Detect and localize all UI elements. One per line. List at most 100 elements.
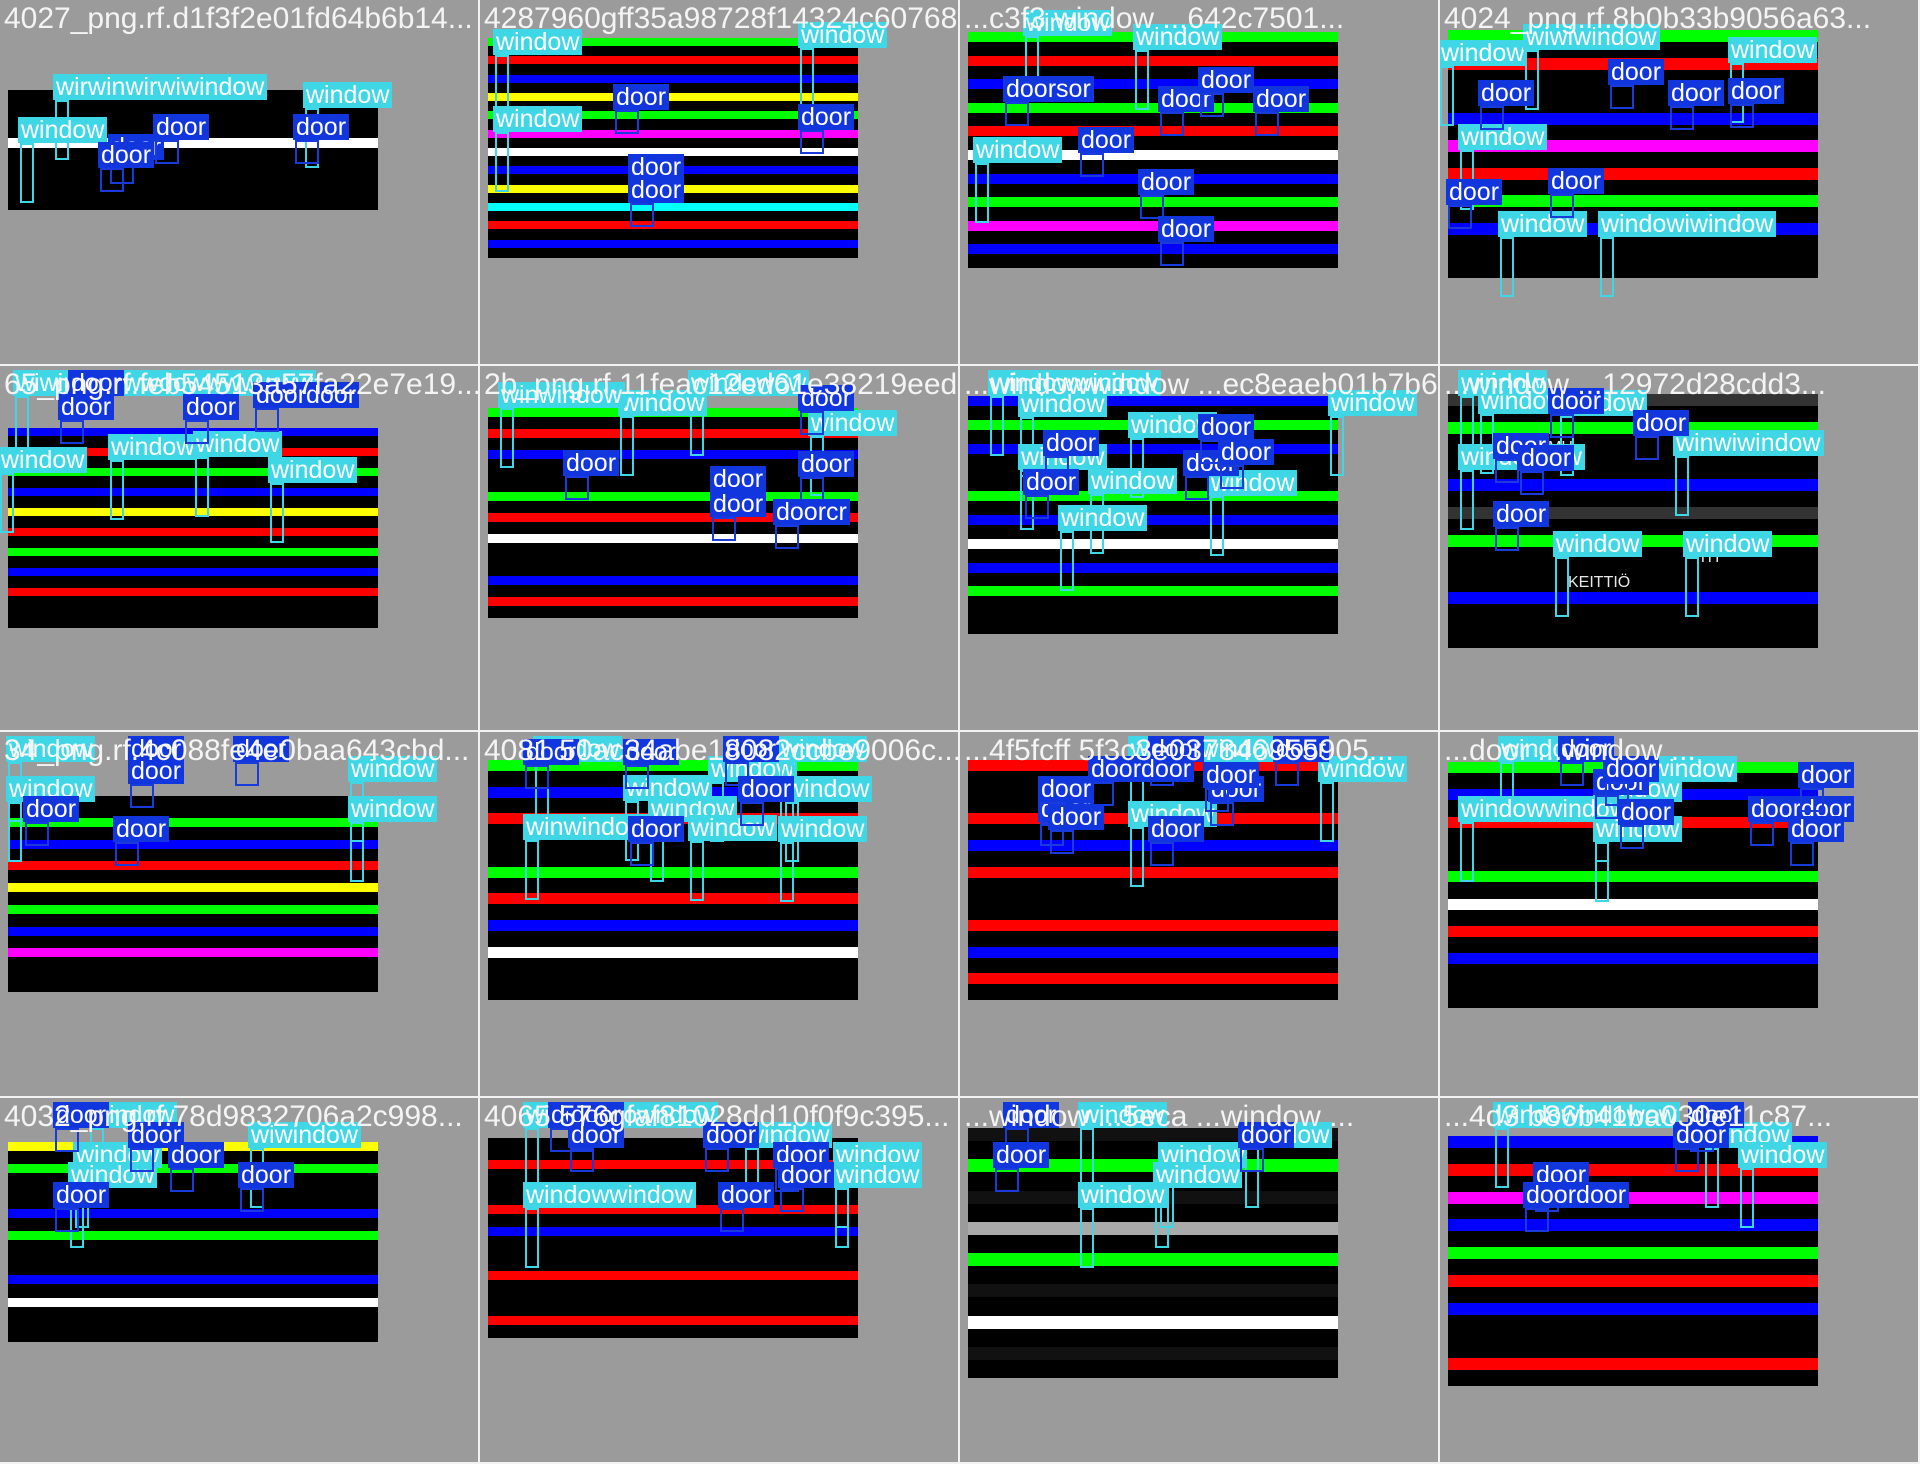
stripe: [1448, 1274, 1818, 1287]
window-bbox: [1500, 237, 1514, 297]
window-bbox: [110, 460, 124, 520]
result-tile: 4027_png.rf.d1f3f2e01fd64b6b14...wirwinw…: [0, 0, 480, 366]
window-bbox: [1600, 237, 1614, 297]
door-bbox: [255, 408, 279, 432]
door-label: door: [1603, 756, 1660, 782]
result-tile: ...4f5fcff 5f3c3e037846955905...winwirwi…: [960, 732, 1440, 1098]
stripe: [8, 508, 378, 516]
window-bbox: [1675, 456, 1689, 516]
door-label: door: [1078, 127, 1135, 153]
window-label: window: [778, 816, 868, 842]
window-label: windowindowow: [1493, 1102, 1680, 1128]
stripe: [1448, 250, 1818, 263]
door-label: door: [1148, 816, 1205, 842]
door-label: door: [1253, 86, 1310, 112]
door-bbox: [705, 1148, 729, 1172]
stripe: [8, 608, 378, 616]
window-bbox: [1460, 822, 1474, 882]
window-bbox: [270, 483, 284, 543]
door-bbox: [1790, 842, 1814, 866]
door-label: door: [798, 451, 855, 477]
stripe: [968, 102, 1338, 113]
stripe: [1448, 1247, 1818, 1260]
stripe: [1448, 1330, 1818, 1343]
door-label: door: [1788, 816, 1845, 842]
window-label: window: [1683, 531, 1773, 557]
result-tile: 65_png.rf.feb54513a57fa22e7e19...wiwindo…: [0, 366, 480, 732]
stripe: [8, 138, 378, 148]
window-label: window: [688, 815, 778, 841]
stripe: [488, 74, 858, 83]
window-bbox: [990, 396, 1004, 456]
window-label: window: [1058, 505, 1148, 531]
door-bbox: [170, 1168, 194, 1192]
tile-filename: ...window ...5eca ...window ...: [964, 1100, 1355, 1133]
stripe: [968, 396, 1338, 406]
door-label: door: [183, 394, 240, 420]
stripe: [488, 920, 858, 931]
window-bbox: [1210, 496, 1224, 556]
window-bbox: [800, 48, 814, 108]
door-bbox: [235, 762, 259, 786]
door-label: door: [53, 1182, 110, 1208]
door-bbox: [1050, 830, 1074, 854]
door-label: door: [168, 1142, 225, 1168]
window-bbox: [835, 1188, 849, 1248]
window-label: window: [973, 137, 1063, 163]
tile-filename: 4287960gff35a98728f14324c607689e...: [484, 2, 958, 35]
stripe: [488, 893, 858, 905]
window-label: window: [1153, 1162, 1243, 1188]
door-label: door: [1218, 439, 1275, 465]
stripe: [8, 588, 378, 596]
door-bbox: [1800, 788, 1824, 812]
stripe: [1448, 619, 1818, 632]
door-bbox: [1200, 93, 1224, 117]
door-label: door: [68, 370, 125, 396]
door-bbox: [1610, 85, 1634, 109]
door-bbox: [1605, 782, 1629, 806]
window-bbox: [495, 132, 509, 192]
window-label: window: [1328, 390, 1418, 416]
stripe: [488, 1204, 858, 1214]
stripe: [488, 429, 858, 438]
window-label: window: [1133, 24, 1223, 50]
door-label: door: [710, 466, 767, 492]
door-label: door: [523, 739, 580, 765]
door-bbox: [1495, 459, 1519, 483]
stripe: [968, 1221, 1338, 1235]
door-label: door: [1518, 445, 1575, 471]
floorplan-image: [8, 796, 378, 992]
stripe: [488, 1160, 858, 1170]
stripe: [488, 1226, 858, 1236]
door-label: door: [1668, 80, 1725, 106]
stripe: [8, 1208, 378, 1218]
stripe: [8, 186, 378, 196]
door-label: door: [798, 385, 855, 411]
window-label: window: [268, 457, 358, 483]
stripe: [1448, 1219, 1818, 1232]
door-bbox: [25, 822, 49, 846]
stripe: [488, 1249, 858, 1259]
stripe: [488, 1271, 858, 1281]
door-label: doorsor: [1003, 76, 1094, 102]
stripe: [1448, 563, 1818, 576]
stripe: [1448, 898, 1818, 910]
door-bbox: [720, 1208, 744, 1232]
door-bbox: [1520, 471, 1544, 495]
door-label: doordoor: [1523, 1182, 1630, 1208]
door-label: door: [613, 84, 670, 110]
stripe: [488, 866, 858, 878]
window-bbox: [1330, 416, 1344, 476]
stripe: [968, 610, 1338, 621]
door-bbox: [800, 130, 824, 154]
stripe: [968, 538, 1338, 549]
door-bbox: [115, 842, 139, 866]
floorplan-image: [488, 38, 858, 258]
stripe: [1448, 980, 1818, 992]
stripe: [968, 515, 1338, 525]
stripe: [968, 562, 1338, 573]
stripe: [488, 450, 858, 459]
stripe: [968, 786, 1338, 798]
